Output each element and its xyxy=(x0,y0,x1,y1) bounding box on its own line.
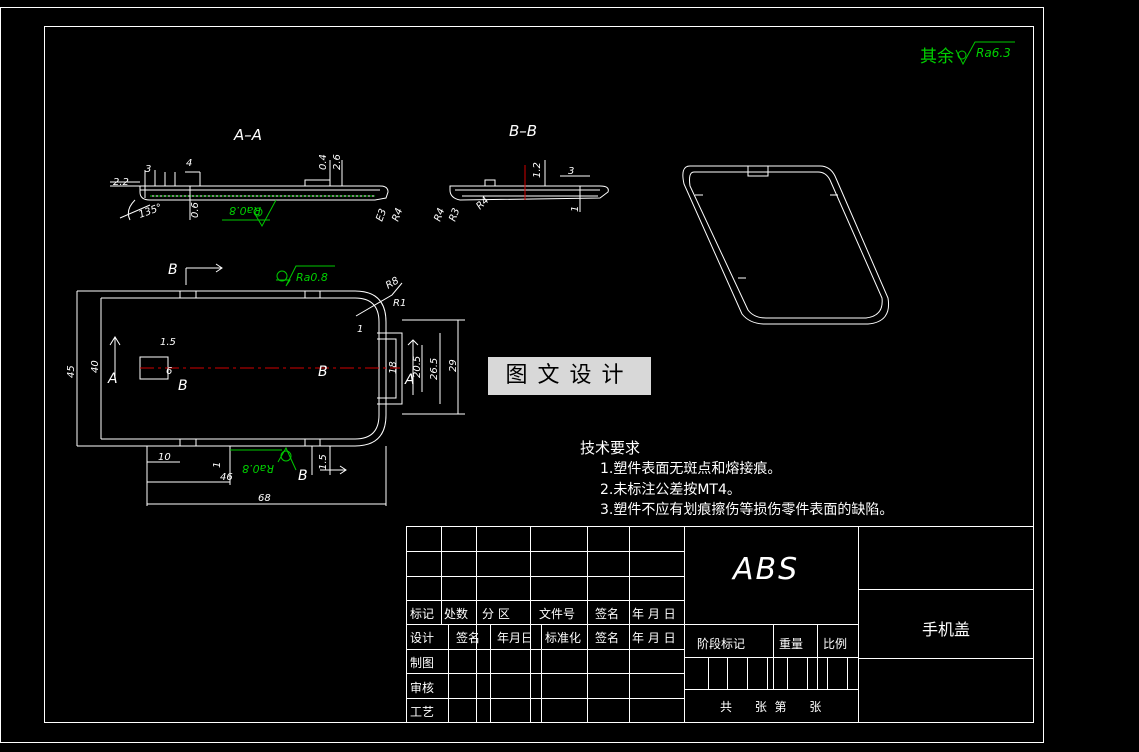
svg-text:1.5: 1.5 xyxy=(318,454,329,470)
svg-text:6: 6 xyxy=(166,366,172,377)
section-bb-title: B–B xyxy=(509,122,537,140)
svg-text:46: 46 xyxy=(220,472,233,483)
row-mark-4: 签名 xyxy=(595,607,620,621)
svg-text:A: A xyxy=(107,371,118,387)
svg-text:68: 68 xyxy=(258,493,271,504)
plan-view: B A B A B B Ra0.8 Ra0.8 45 40 1.5 6 R8 R… xyxy=(66,262,465,506)
roughness-circle-icon xyxy=(957,50,967,60)
svg-text:A: A xyxy=(404,372,415,388)
svg-text:1: 1 xyxy=(357,324,363,335)
row-design-4: 签名 xyxy=(595,631,620,645)
tech-req-item-1: 1.塑件表面无斑点和熔接痕。 xyxy=(600,461,782,477)
svg-text:45: 45 xyxy=(66,365,77,378)
part-name: 手机盖 xyxy=(922,620,971,639)
svg-text:R8: R8 xyxy=(384,275,401,291)
svg-text:0.6: 0.6 xyxy=(190,202,201,218)
tech-req-item-2: 2.未标注公差按MT4。 xyxy=(600,482,741,498)
row-mark-5: 年 月 日 xyxy=(632,607,676,621)
watermark-label: 图文设计 xyxy=(488,357,651,395)
row-design-3: 标准化 xyxy=(545,631,582,645)
svg-text:R4: R4 xyxy=(474,195,491,212)
row-mark-1: 处数 xyxy=(444,607,469,621)
surface-finish-value: Ra6.3 xyxy=(976,46,1011,60)
section-aa-features xyxy=(144,170,201,198)
section-aa-profile xyxy=(139,185,389,201)
svg-text:B: B xyxy=(298,468,308,484)
row-label-drawing: 制图 xyxy=(410,656,435,670)
weight-label: 重量 xyxy=(779,637,804,651)
svg-text:135°: 135° xyxy=(137,202,163,221)
row-mark-2: 分 区 xyxy=(482,607,510,621)
surface-finish-note: 其余 Ra6.3 xyxy=(920,41,1015,67)
row-label-review: 审核 xyxy=(410,681,435,695)
svg-text:1: 1 xyxy=(570,206,581,212)
section-bb: B–B 1.2 3 1 R4 R3 R4 xyxy=(432,122,609,223)
svg-text:18: 18 xyxy=(388,361,399,374)
section-aa-roughness: Ra0.8 xyxy=(229,204,261,217)
section-aa-title: A–A xyxy=(233,126,262,144)
stage-mark-label: 阶段标记 xyxy=(697,637,746,651)
plan-roughness-top: Ra0.8 xyxy=(296,271,328,284)
title-block xyxy=(406,526,1034,723)
svg-text:R4: R4 xyxy=(432,207,447,223)
outer-border xyxy=(0,7,1044,743)
svg-text:20.5: 20.5 xyxy=(412,356,423,378)
svg-text:0.4: 0.4 xyxy=(318,154,329,170)
tech-req-item-3: 3.塑件不应有划痕擦伤等损伤零件表面的缺陷。 xyxy=(600,502,894,518)
svg-text:3: 3 xyxy=(568,166,574,177)
section-aa-inner xyxy=(140,189,380,197)
row-design-5: 年 月 日 xyxy=(632,631,676,645)
row-mark-3: 文件号 xyxy=(539,607,576,621)
isometric-view xyxy=(682,165,890,325)
row-design-0: 设计 xyxy=(410,631,435,645)
svg-text:2.6: 2.6 xyxy=(332,154,343,170)
row-design-1: 签名 xyxy=(456,631,481,645)
svg-text:29: 29 xyxy=(448,359,459,372)
row-mark-0: 标记 xyxy=(410,607,435,621)
svg-text:E3: E3 xyxy=(374,207,389,223)
svg-text:B: B xyxy=(178,378,188,394)
svg-text:26.5: 26.5 xyxy=(429,358,440,380)
svg-text:4: 4 xyxy=(186,158,192,169)
svg-text:3: 3 xyxy=(145,164,151,175)
svg-text:R3: R3 xyxy=(447,207,462,223)
row-label-process: 工艺 xyxy=(410,705,435,719)
roughness-symbol-icon xyxy=(955,41,1015,66)
svg-text:1.2: 1.2 xyxy=(532,162,543,178)
row-design-2: 年月日 xyxy=(497,631,534,645)
surface-finish-prefix: 其余 xyxy=(920,47,954,67)
svg-text:40: 40 xyxy=(90,360,101,373)
section-bb-profile xyxy=(449,185,609,201)
svg-text:B: B xyxy=(318,364,328,380)
section-aa: A–A 3 4 2.2 0.4 2.6 0.6 135° E3 R4 Ra0.8 xyxy=(110,126,405,228)
svg-text:R1: R1 xyxy=(393,298,406,309)
scale-label: 比例 xyxy=(823,637,848,651)
sheets-label: 共 张 第 张 xyxy=(720,700,822,714)
material-label: ABS xyxy=(733,552,800,587)
plan-roughness-bottom: Ra0.8 xyxy=(242,462,274,475)
svg-text:B: B xyxy=(168,262,178,278)
svg-text:1: 1 xyxy=(212,462,223,468)
tech-req-heading: 技术要求 xyxy=(580,439,641,457)
svg-text:R4: R4 xyxy=(390,207,405,223)
svg-text:10: 10 xyxy=(158,452,171,463)
svg-text:2.2: 2.2 xyxy=(113,177,129,188)
svg-text:1.5: 1.5 xyxy=(160,337,176,348)
